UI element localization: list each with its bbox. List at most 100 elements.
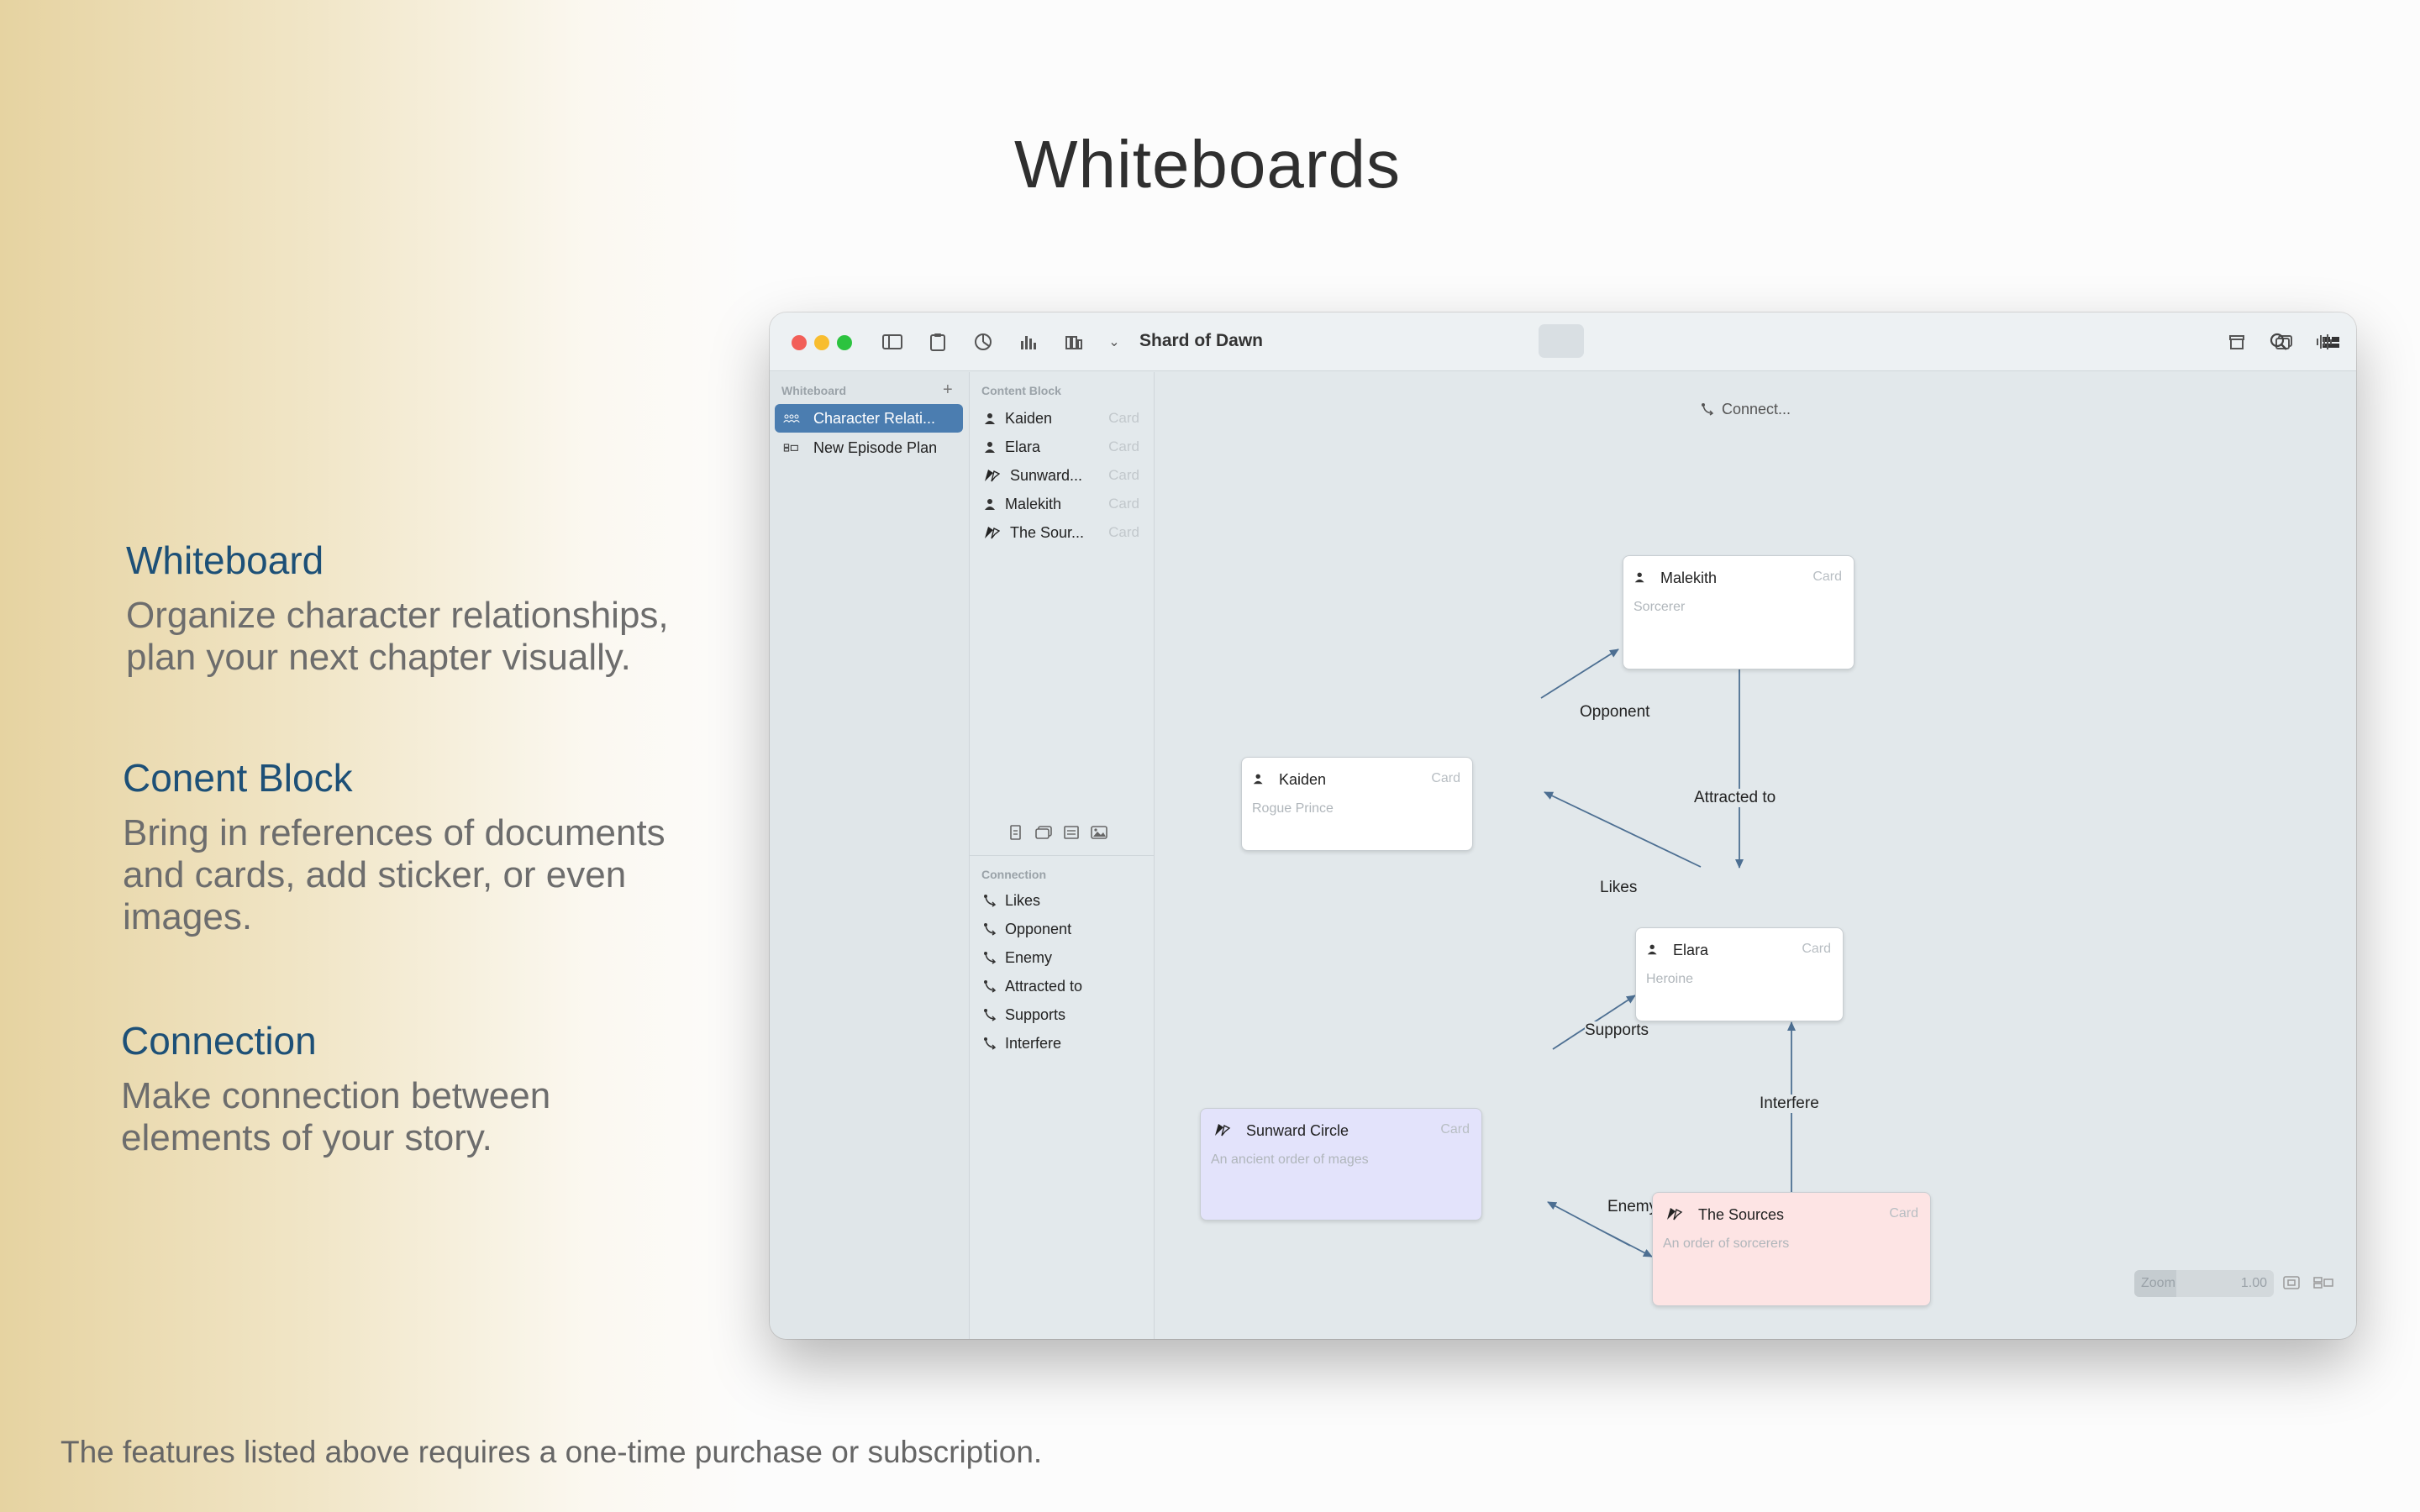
card-subtitle: Heroine [1646, 972, 1694, 986]
window-title: Shard of Dawn [1139, 331, 1264, 350]
person-icon [983, 412, 1005, 425]
zoom-window-button[interactable] [837, 335, 852, 350]
fit-to-screen-icon[interactable] [2282, 1274, 2301, 1295]
person-icon [1252, 772, 1267, 789]
chevron-down-icon[interactable]: ⌄ [1108, 335, 1120, 349]
sidebar-toggle-icon[interactable] [881, 331, 904, 354]
connection-icon [983, 1037, 1005, 1050]
person-icon [983, 497, 1005, 511]
chart-pie-icon[interactable] [971, 331, 995, 354]
titlebar: ⌄ Shard of Dawn [770, 312, 2356, 371]
whiteboard-view-button[interactable] [1539, 324, 1584, 358]
edge-label[interactable]: Interfere [1760, 1095, 1819, 1113]
connection-item-label: Attracted to [1005, 977, 1083, 995]
whiteboard-canvas[interactable]: Connect... Opponent Attracted to [1155, 372, 2356, 1339]
card-the-sources[interactable]: The Sources Card An order of sorcerers [1652, 1192, 1931, 1306]
close-window-button[interactable] [792, 335, 807, 350]
archive-icon[interactable] [2225, 331, 2249, 354]
content-sidebar: Content Block Kaiden Card Elara Card Sun… [970, 372, 1155, 1339]
edge-label[interactable]: Opponent [1580, 703, 1650, 722]
search-icon[interactable] [2267, 331, 2291, 354]
add-sticker-icon[interactable] [1062, 824, 1081, 843]
card-tag: Card [1431, 771, 1460, 785]
connect-button[interactable]: Connect... [1701, 401, 1791, 418]
board-icon [783, 441, 808, 454]
card-kaiden[interactable]: Kaiden Card Rogue Prince [1241, 757, 1473, 851]
card-subtitle: An order of sorcerers [1663, 1236, 1790, 1251]
content-item-label: Kaiden [1005, 409, 1053, 427]
connection-item[interactable]: Likes [983, 888, 1139, 913]
card-sunward-circle[interactable]: Sunward Circle Card An ancient order of … [1200, 1108, 1482, 1221]
zoom-value: 1.00 [2240, 1276, 2267, 1290]
card-title: Malekith [1660, 570, 1718, 586]
content-item-label: Elara [1005, 438, 1041, 455]
feature-content-block: Conent Block Bring in references of docu… [123, 755, 666, 938]
edge-enemy-reverse [1607, 1233, 1653, 1257]
content-item-tag: Card [1108, 438, 1139, 454]
add-whiteboard-button[interactable]: + [943, 381, 953, 399]
whiteboard-sidebar: Whiteboard + Character Relati... New Epi… [770, 372, 970, 1339]
edge-likes [1544, 791, 1702, 868]
add-document-icon[interactable] [1007, 824, 1025, 843]
columns-icon[interactable] [1062, 331, 1086, 354]
minimap-icon[interactable] [2312, 1274, 2334, 1295]
card-tag: Card [1802, 942, 1831, 956]
sidebar-item-new-episode-plan[interactable]: New Episode Plan [783, 435, 961, 460]
edge-opponent [1540, 648, 1619, 699]
connection-icon [983, 894, 1005, 907]
waveform-icon[interactable] [2312, 331, 2336, 354]
card-malekith[interactable]: Malekith Card Sorcerer [1623, 555, 1854, 669]
content-item[interactable]: Kaiden Card [983, 406, 1139, 431]
content-item[interactable]: The Sour... Card [983, 520, 1139, 545]
footnote: The features listed above requires a one… [60, 1435, 1043, 1469]
connection-item-label: Likes [1005, 891, 1041, 909]
content-item-label: Sunward... [1010, 466, 1083, 484]
connection-icon [1701, 401, 1718, 417]
app-window: ⌄ Shard of Dawn Whiteboard + [770, 312, 2356, 1339]
edge-label[interactable]: Attracted to [1694, 789, 1776, 807]
content-item[interactable]: Elara Card [983, 434, 1139, 459]
bar-chart-icon[interactable] [1017, 331, 1040, 354]
content-item[interactable]: Malekith Card [983, 491, 1139, 517]
card-title: The Sources [1698, 1206, 1785, 1223]
card-tag: Card [1812, 570, 1842, 584]
connection-item-label: Opponent [1005, 920, 1072, 937]
minimize-window-button[interactable] [814, 335, 829, 350]
connection-icon [983, 951, 1005, 964]
clipboard-icon[interactable] [926, 331, 950, 354]
content-item-tag: Card [1108, 467, 1139, 483]
content-item-tag: Card [1108, 410, 1139, 426]
content-item-label: Malekith [1005, 495, 1062, 512]
add-card-icon[interactable] [1034, 824, 1054, 843]
person-icon [1646, 942, 1661, 959]
edge-label[interactable]: Likes [1600, 879, 1638, 897]
zoom-slider[interactable]: Zoom 1.00 [2134, 1270, 2274, 1297]
content-item-tag: Card [1108, 496, 1139, 512]
connection-item[interactable]: Interfere [983, 1031, 1139, 1056]
card-tag: Card [1440, 1122, 1470, 1137]
connection-item[interactable]: Attracted to [983, 974, 1139, 999]
selected-highlight [775, 404, 963, 433]
feature-desc: Organize character relationships,plan yo… [126, 595, 669, 678]
connection-item[interactable]: Opponent [983, 916, 1139, 942]
card-elara[interactable]: Elara Card Heroine [1635, 927, 1844, 1021]
edge-label[interactable]: Enemy [1607, 1198, 1658, 1216]
divider [970, 855, 1155, 856]
card-title: Kaiden [1279, 771, 1327, 788]
whiteboard-icon[interactable] [2319, 331, 2343, 354]
connection-item[interactable]: Enemy [983, 945, 1139, 970]
feature-whiteboard: Whiteboard Organize character relationsh… [126, 538, 669, 679]
zoom-fill [2134, 1270, 2176, 1297]
person-icon [1634, 570, 1649, 587]
feature-title: Connection [121, 1019, 317, 1063]
edge-label[interactable]: Supports [1585, 1021, 1649, 1040]
card-title: Sunward Circle [1246, 1122, 1349, 1139]
content-block-header: Content Block [981, 384, 1061, 397]
connection-item-label: Supports [1005, 1005, 1066, 1023]
content-item[interactable]: Sunward... Card [983, 463, 1139, 488]
sidebar-item-character-relations[interactable]: Character Relati... [783, 406, 961, 431]
feature-title: Conent Block [123, 756, 353, 800]
connection-item[interactable]: Supports [983, 1002, 1139, 1027]
flag-icon [1663, 1207, 1685, 1224]
add-image-icon[interactable] [1089, 824, 1109, 843]
